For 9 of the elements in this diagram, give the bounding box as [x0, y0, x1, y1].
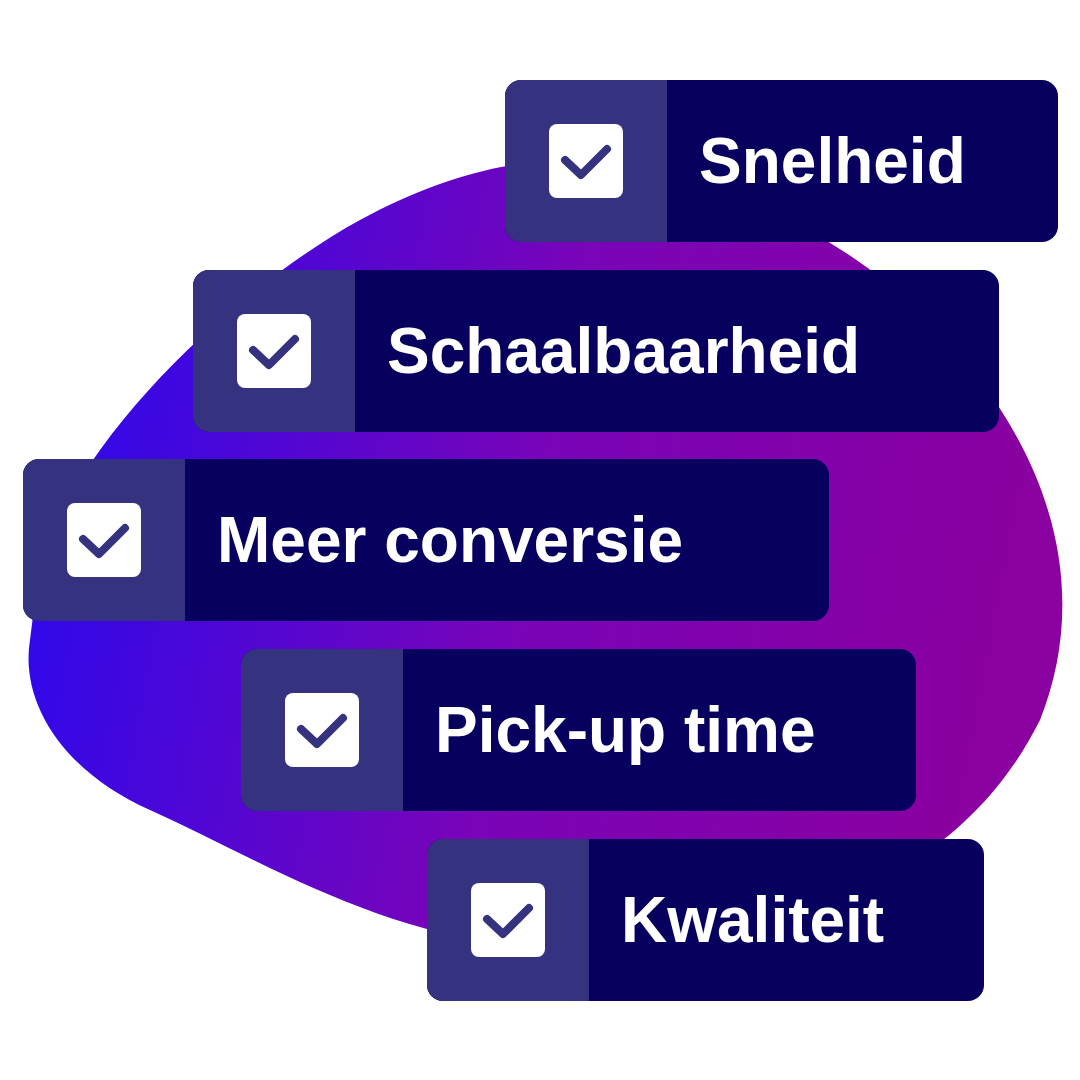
feature-card: [505, 80, 1058, 242]
feature-label: Snelheid: [699, 129, 966, 193]
feature-label: Kwaliteit: [621, 888, 885, 952]
feature-label: Meer conversie: [217, 508, 684, 572]
feature-card: [427, 839, 984, 1001]
feature-card: [193, 270, 999, 432]
feature-card: [241, 649, 916, 811]
feature-label: Schaalbaarheid: [387, 319, 861, 383]
feature-card: [23, 459, 829, 621]
